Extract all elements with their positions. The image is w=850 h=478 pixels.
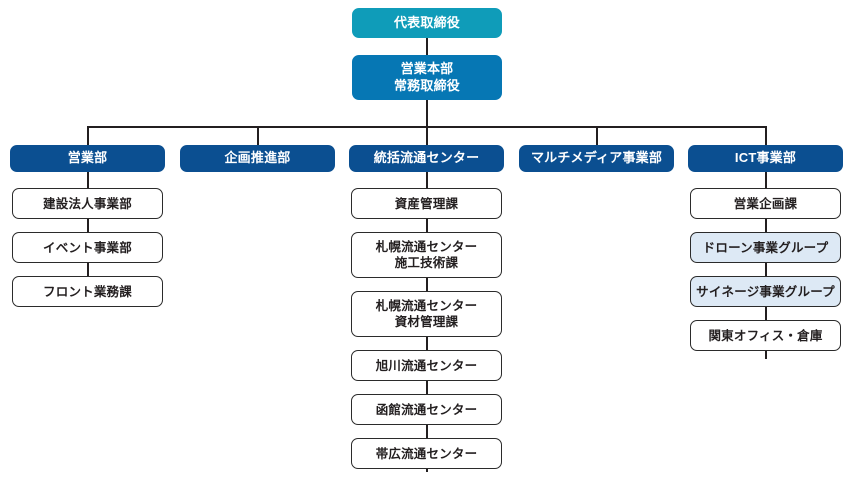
node-unit-logistics-6[interactable]: 帯広流通センター: [351, 438, 502, 469]
node-unit-ict-3[interactable]: サイネージ事業グループ: [690, 276, 841, 307]
node-unit-logistics-2[interactable]: 札幌流通センター 施工技術課: [351, 232, 502, 278]
node-unit-ict-4[interactable]: 関東オフィス・倉庫: [690, 320, 841, 351]
node-department-multimedia[interactable]: マルチメディア事業部: [519, 145, 674, 172]
connector-bus-to-planning: [257, 126, 259, 145]
connector-ict-spine: [765, 172, 767, 359]
node-division[interactable]: 営業本部 常務取締役: [352, 55, 502, 100]
node-unit-logistics-3[interactable]: 札幌流通センター 資材管理課: [351, 291, 502, 337]
node-unit-sales-2[interactable]: イベント事業部: [12, 232, 163, 263]
node-unit-logistics-5[interactable]: 函館流通センター: [351, 394, 502, 425]
node-department-logistics[interactable]: 統括流通センター: [349, 145, 504, 172]
node-department-planning[interactable]: 企画推進部: [180, 145, 335, 172]
node-department-ict[interactable]: ICT事業部: [688, 145, 843, 172]
connector-bus-to-ict: [765, 126, 767, 145]
node-unit-sales-3[interactable]: フロント業務課: [12, 276, 163, 307]
node-unit-logistics-1[interactable]: 資産管理課: [351, 188, 502, 219]
node-unit-logistics-4[interactable]: 旭川流通センター: [351, 350, 502, 381]
connector-bus-to-sales: [87, 126, 89, 145]
node-unit-ict-2[interactable]: ドローン事業グループ: [690, 232, 841, 263]
connector-bus-to-multimedia: [596, 126, 598, 145]
node-department-sales[interactable]: 営業部: [10, 145, 165, 172]
node-unit-sales-1[interactable]: 建設法人事業部: [12, 188, 163, 219]
node-executive[interactable]: 代表取締役: [352, 8, 502, 38]
connector-bus-to-logistics: [426, 126, 428, 145]
connector-exec-to-division: [426, 38, 428, 55]
node-unit-ict-1[interactable]: 営業企画課: [690, 188, 841, 219]
connector-division-to-bus: [426, 100, 428, 127]
